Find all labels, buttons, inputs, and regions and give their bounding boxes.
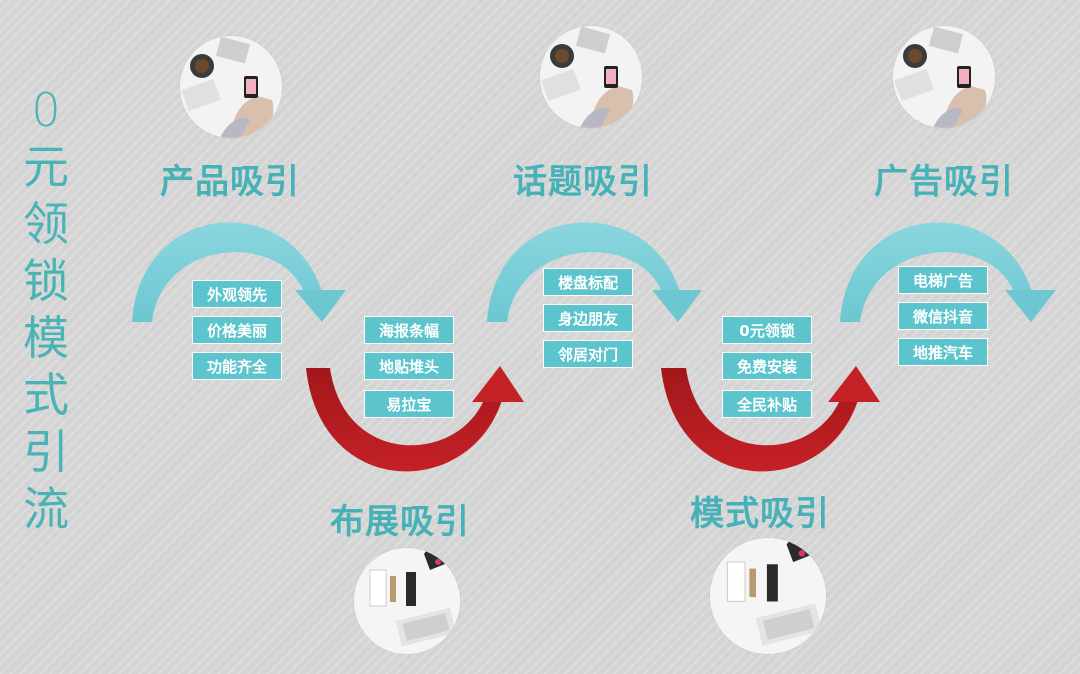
photo-top-2 bbox=[540, 26, 642, 128]
tag-item: 全民补贴 bbox=[722, 390, 812, 418]
teal-arrow-2 bbox=[487, 222, 702, 322]
stage-title-topic: 话题吸引 bbox=[513, 162, 653, 202]
tag-item: 功能齐全 bbox=[192, 352, 282, 380]
red-arrow-1 bbox=[306, 366, 524, 472]
tag-item: 邻居对门 bbox=[543, 340, 633, 368]
phone-desk-photo-icon bbox=[893, 26, 995, 128]
stage-title-display: 布展吸引 bbox=[330, 502, 470, 542]
vertical-title: 0元领锁模式引流 bbox=[23, 83, 69, 536]
tag-item: 海报条幅 bbox=[364, 316, 454, 344]
photo-bottom-2 bbox=[710, 538, 826, 654]
tag-item: 身边朋友 bbox=[543, 304, 633, 332]
tag-item: 易拉宝 bbox=[364, 390, 454, 418]
tag-item: 地推汽车 bbox=[898, 338, 988, 366]
stage-title-model: 模式吸引 bbox=[690, 494, 830, 534]
red-arrow-2 bbox=[661, 366, 880, 472]
teal-arrow-3 bbox=[840, 222, 1056, 322]
stage-title-ads: 广告吸引 bbox=[874, 162, 1014, 202]
teal-arrow-1 bbox=[132, 222, 346, 322]
photo-bottom-1 bbox=[354, 548, 460, 654]
tag-item: 0元领锁 bbox=[722, 316, 812, 344]
tag-item: 价格美丽 bbox=[192, 316, 282, 344]
tag-item: 电梯广告 bbox=[898, 266, 988, 294]
keyboard-desk-photo-icon bbox=[354, 548, 460, 654]
photo-top-3 bbox=[893, 26, 995, 128]
stage-title-product: 产品吸引 bbox=[160, 162, 300, 202]
tag-item: 微信抖音 bbox=[898, 302, 988, 330]
photo-top-1 bbox=[180, 36, 282, 138]
tag-item: 地贴堆头 bbox=[364, 352, 454, 380]
phone-desk-photo-icon bbox=[180, 36, 282, 138]
tag-item: 免费安装 bbox=[722, 352, 812, 380]
phone-desk-photo-icon bbox=[540, 26, 642, 128]
tag-item: 楼盘标配 bbox=[543, 268, 633, 296]
keyboard-desk-photo-icon bbox=[710, 538, 826, 654]
tag-item: 外观领先 bbox=[192, 280, 282, 308]
